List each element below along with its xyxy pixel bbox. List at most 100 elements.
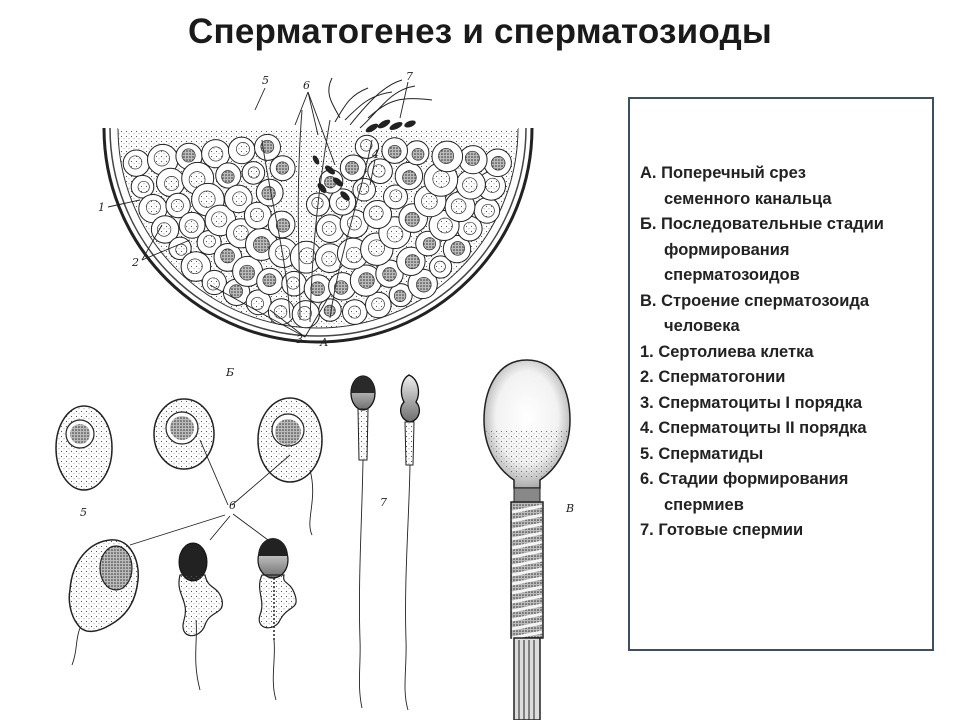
tubule-cell-nucleus xyxy=(451,199,466,214)
label-5: 5 xyxy=(262,74,269,87)
tubule-cell-nucleus xyxy=(383,268,397,282)
panel-v-label: В xyxy=(565,502,574,515)
label-3: 3 xyxy=(296,333,303,346)
tubule-cell-nucleus xyxy=(212,212,227,227)
tubule-cell-nucleus xyxy=(274,306,287,319)
tubule-cell-nucleus xyxy=(435,261,446,272)
tubule-cell-nucleus xyxy=(188,259,203,274)
tubule-cell-nucleus xyxy=(322,252,336,266)
tubule-cell-nucleus xyxy=(129,156,142,169)
tubule-cell-nucleus xyxy=(346,247,362,263)
tubule-cell-nucleus xyxy=(465,151,479,165)
legend-item: Б. Последовательные стадии xyxy=(640,212,932,238)
panel-a-label: А xyxy=(319,336,328,349)
spermatid-2 xyxy=(154,399,214,469)
tubule-cell-nucleus xyxy=(171,199,183,211)
tubule-cell-nucleus xyxy=(416,277,431,292)
tubule-cell-nucleus xyxy=(176,244,187,255)
legend-item-continuation: семенного канальца xyxy=(640,187,932,213)
tubule-cell-nucleus xyxy=(209,147,223,161)
tubule-cell-nucleus xyxy=(146,200,160,214)
tubule-cell-nucleus xyxy=(251,297,263,309)
tubule-cell-nucleus xyxy=(311,282,325,296)
legend-item: 2. Сперматогонии xyxy=(640,365,932,391)
tubule-cell-nucleus xyxy=(423,238,435,250)
tubule-cell-nucleus xyxy=(394,290,406,302)
tubule-cell-nucleus xyxy=(240,265,255,280)
tubule-cell-nucleus xyxy=(464,222,476,234)
legend-item: 1. Сертолиева клетка xyxy=(640,340,932,366)
tubule-cell-nucleus xyxy=(322,222,336,236)
tubule-cross-section: 1 2 3 4 5 6 7 А xyxy=(98,70,532,349)
tubule-cell-nucleus xyxy=(405,212,419,226)
legend-item-continuation: сперматозоидов xyxy=(640,263,932,289)
tubule-cell-nucleus xyxy=(369,206,383,220)
label-2: 2 xyxy=(131,256,139,269)
tubule-cell-nucleus xyxy=(463,178,478,193)
tubule-cell-nucleus xyxy=(185,220,198,233)
tubule-cell-nucleus xyxy=(437,218,452,233)
tubule-cell-nucleus xyxy=(230,285,243,298)
tubule-cell-nucleus xyxy=(482,204,495,217)
human-sperm-structure: В xyxy=(484,360,574,720)
tubule-cell-nucleus xyxy=(234,226,249,241)
tubule-cell-nucleus xyxy=(346,161,359,174)
spermatid-1 xyxy=(56,406,112,490)
tubule-cell-nucleus xyxy=(287,277,299,289)
tubule-cell-nucleus xyxy=(138,181,149,192)
stage-label-5: 5 xyxy=(80,506,87,519)
forming-sperm-2 xyxy=(179,543,222,690)
label-4: 4 xyxy=(371,148,379,161)
label-7: 7 xyxy=(406,70,413,83)
legend-item: А. Поперечный срез xyxy=(640,161,932,187)
mature-sperm-1 xyxy=(351,376,375,708)
tubule-cell-nucleus xyxy=(221,249,235,263)
tubule-cell-nucleus xyxy=(199,191,215,207)
tubule-cell-nucleus xyxy=(403,171,417,185)
tubule-cell-nucleus xyxy=(359,273,375,289)
tubule-cell-nucleus xyxy=(154,151,169,166)
legend-list: А. Поперечный срезсеменного канальцаБ. П… xyxy=(640,161,932,544)
tubule-cell-nucleus xyxy=(262,187,275,200)
tubule-cell-nucleus xyxy=(250,208,263,221)
tubule-cell-nucleus xyxy=(405,255,419,269)
tubule-cell-nucleus xyxy=(204,235,216,247)
tubule-cell-nucleus xyxy=(248,167,259,178)
tubule-cell-nucleus xyxy=(373,165,385,177)
tubule-cell-nucleus xyxy=(412,148,424,160)
tubule-cell-nucleus xyxy=(387,226,403,242)
lumen-tails xyxy=(329,78,432,128)
label-6: 6 xyxy=(303,79,310,92)
forming-sperm-1 xyxy=(69,540,138,665)
tubule-cell-nucleus xyxy=(165,176,179,190)
spermatid-3 xyxy=(258,398,322,535)
stage-label-7: 7 xyxy=(380,496,387,509)
tubule-cell-nucleus xyxy=(222,171,235,184)
tubule-cell-nucleus xyxy=(276,162,288,174)
forming-sperm-3 xyxy=(258,538,296,700)
legend-item-continuation: спермиев xyxy=(640,493,932,519)
tubule-cell-nucleus xyxy=(433,171,450,188)
legend-item-continuation: формирования xyxy=(640,238,932,264)
legend-item: 6. Стадии формирования xyxy=(640,467,932,493)
tubule-cell-nucleus xyxy=(388,145,401,158)
tubule-cell-nucleus xyxy=(485,178,499,192)
tubule-cell-nucleus xyxy=(439,148,454,163)
stage-label-6: 6 xyxy=(229,499,236,512)
legend-item-continuation: человека xyxy=(640,314,932,340)
legend-item: В. Строение сперматозоида xyxy=(640,289,932,315)
tubule-cell-nucleus xyxy=(263,274,276,287)
legend-item: 7. Готовые спермии xyxy=(640,518,932,544)
tubule-cell-nucleus xyxy=(207,278,219,290)
legend-item: 5. Сперматиды xyxy=(640,442,932,468)
legend-item: 3. Сперматоциты I порядка xyxy=(640,391,932,417)
tubule-cell-nucleus xyxy=(491,156,505,170)
panel-b-label: Б xyxy=(225,366,234,379)
tubule-cell-nucleus xyxy=(236,142,249,155)
tubule-cell-nucleus xyxy=(451,242,465,256)
tubule-cell-nucleus xyxy=(390,190,402,202)
label-1: 1 xyxy=(98,201,105,214)
tubule-cell-nucleus xyxy=(372,298,385,311)
spermiogenesis-stages: Б 5 6 xyxy=(56,366,419,710)
